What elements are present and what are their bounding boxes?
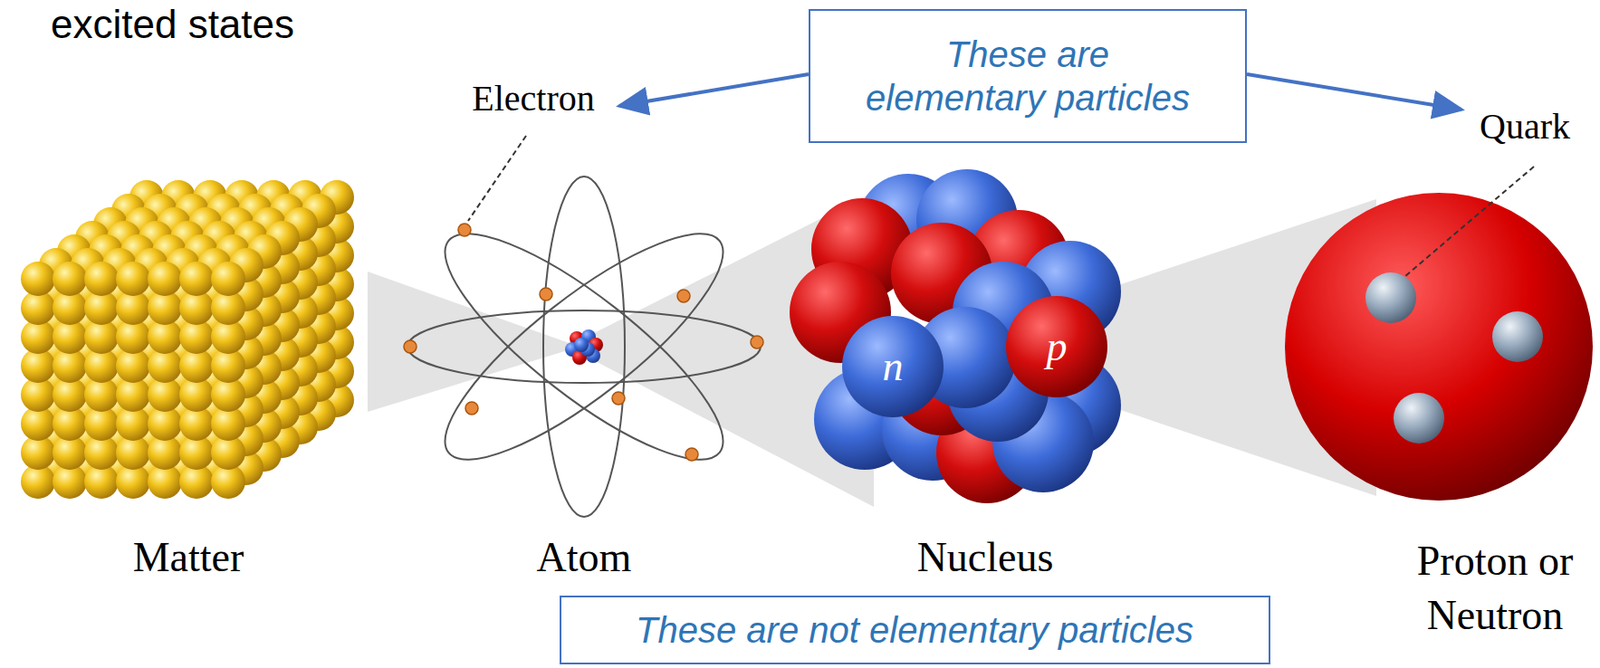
- quark-ball: [1492, 311, 1543, 363]
- atom-orbits: [407, 176, 761, 518]
- callout-arrow: [619, 74, 809, 106]
- electron-dot: [677, 289, 690, 303]
- callout-text: These are elementary particles: [860, 32, 1196, 120]
- proton-mark: p: [1046, 323, 1068, 372]
- quarks: [1365, 272, 1543, 444]
- electron-dot: [458, 223, 471, 237]
- electrons: [403, 223, 764, 461]
- gold-atom: [20, 261, 56, 297]
- cropped-heading: excited states: [50, 1, 295, 48]
- gold-atom: [210, 261, 246, 297]
- nucleon-ball: [1005, 296, 1108, 398]
- part-label: Quark: [1479, 105, 1571, 148]
- gold-atom: [52, 261, 87, 297]
- orbit: [407, 310, 761, 384]
- electron-dot: [750, 335, 764, 349]
- level-label: Matter: [133, 534, 245, 583]
- zoom-shades: [367, 191, 1377, 508]
- neutron-mark: n: [882, 343, 904, 392]
- callout-text: These are not elementary particles: [635, 608, 1194, 652]
- nucleus-figure: [789, 169, 1121, 504]
- zoom-shade: [367, 271, 580, 412]
- nucleon-ball: [842, 316, 944, 418]
- callout-arrow: [1246, 74, 1462, 110]
- orbit: [417, 201, 750, 493]
- quark-ball: [1393, 392, 1445, 444]
- orbit: [417, 201, 750, 493]
- leader-line: [1405, 166, 1534, 277]
- gold-atom: [179, 261, 214, 297]
- callout-box: These are elementary particles: [808, 9, 1247, 144]
- atom-nucleus: [565, 329, 604, 365]
- part-label: Electron: [471, 77, 595, 120]
- gold-atom: [147, 261, 183, 297]
- electron-dot: [403, 340, 417, 354]
- gold-atom: [115, 261, 151, 297]
- nucleon-ball: [574, 337, 589, 353]
- level-label: Proton or Neutron: [1395, 534, 1595, 643]
- electron-dot: [465, 402, 479, 415]
- orbit: [543, 176, 625, 518]
- electron-dot: [685, 448, 699, 461]
- electron-dot: [539, 287, 553, 301]
- leader-line: [468, 135, 527, 221]
- callout-box: These are not elementary particles: [559, 595, 1271, 665]
- level-label: Atom: [536, 534, 633, 583]
- gold-atom: [84, 261, 119, 297]
- level-label: Nucleus: [917, 534, 1054, 583]
- electron-dot: [612, 392, 625, 405]
- quark-ball: [1365, 272, 1417, 324]
- proton-sphere: [1284, 192, 1593, 501]
- matter-cube: [20, 180, 355, 499]
